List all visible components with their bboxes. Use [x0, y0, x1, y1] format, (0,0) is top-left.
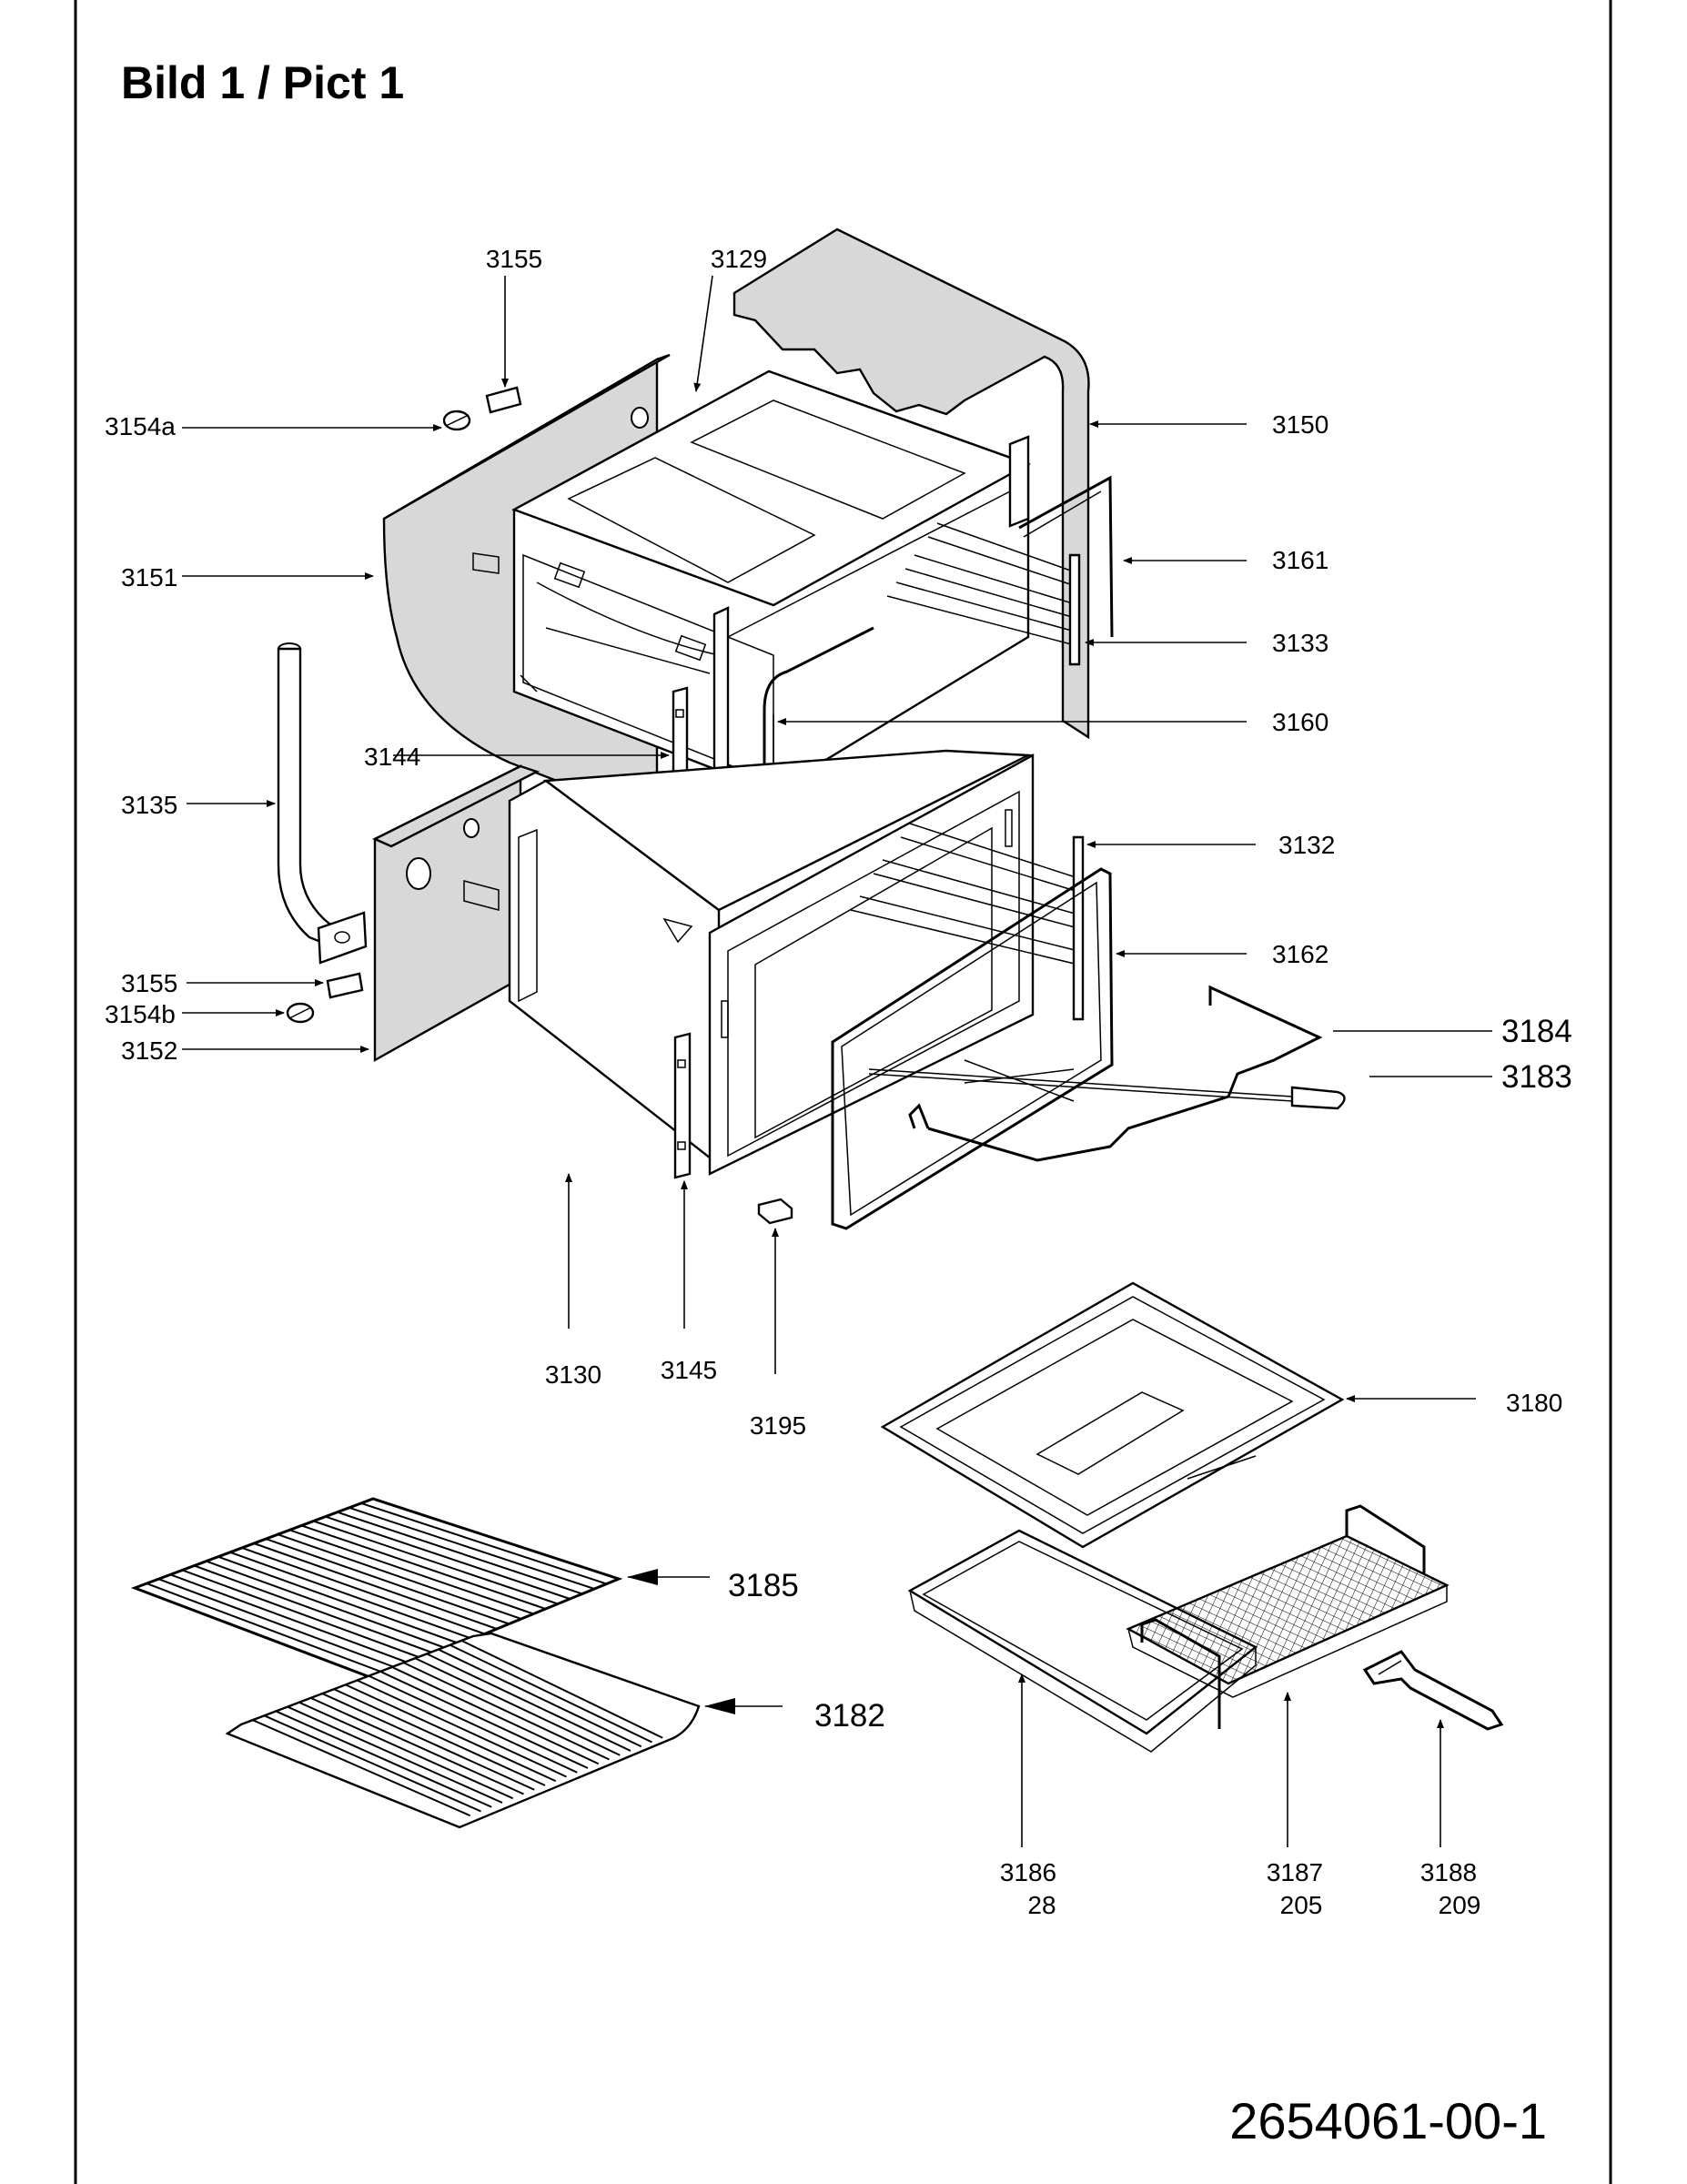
callout-3129: 3129 — [711, 245, 767, 273]
callout-3135: 3135 — [121, 791, 177, 819]
callout-3130: 3130 — [545, 1360, 601, 1389]
top-back-cover-3150 — [732, 228, 1090, 740]
callout-3145: 3145 — [661, 1356, 717, 1384]
wire-basket-3187 — [1126, 1504, 1450, 1729]
callout-3195: 3195 — [750, 1411, 806, 1440]
callout-3155-lower: 3155 — [121, 969, 177, 997]
callout-3186-quantity: 28 — [1027, 1891, 1056, 1919]
callout-3132: 3132 — [1278, 831, 1335, 859]
callout-3162: 3162 — [1272, 940, 1328, 968]
callout-3151: 3151 — [121, 563, 177, 592]
callout-3184: 3184 — [1501, 1014, 1572, 1049]
roasting-pan-3180 — [880, 1281, 1345, 1549]
callout-3133: 3133 — [1272, 629, 1328, 657]
tray-handle-3188 — [1362, 1650, 1504, 1731]
callout-3187: 3187 — [1267, 1858, 1323, 1886]
upper-oven-cavity-3129 — [472, 369, 1031, 794]
spit-3183 — [868, 1059, 1346, 1110]
callout-3185: 3185 — [728, 1568, 799, 1603]
document-number: 2654061-00-1 — [1229, 2092, 1547, 2149]
callout-3152: 3152 — [121, 1036, 177, 1065]
switch-3155-upper — [485, 386, 522, 414]
rack-holder-3184 — [908, 985, 1323, 1162]
side-frame-3162 — [831, 867, 1114, 1230]
callout-3180: 3180 — [1506, 1389, 1562, 1417]
callout-3144: 3144 — [364, 743, 420, 771]
callout-3154a: 3154a — [105, 412, 176, 440]
callout-3186: 3186 — [1000, 1858, 1056, 1886]
callout-3187-quantity: 205 — [1280, 1891, 1323, 1919]
callout-3188-quantity: 209 — [1439, 1891, 1481, 1919]
left-side-wall-lower-3152 — [372, 764, 540, 1063]
pipe-3135 — [277, 642, 368, 965]
callout-3160: 3160 — [1272, 708, 1328, 736]
grill-rack-3185 — [130, 1497, 623, 1681]
callout-labels: 3155 3129 3154a 3150 3161 3151 3133 3160… — [105, 245, 1572, 1919]
knob-3154a — [442, 410, 471, 431]
callout-3183: 3183 — [1501, 1059, 1572, 1095]
lower-oven-cavity-3130 — [463, 749, 1033, 1168]
callout-3150: 3150 — [1272, 410, 1328, 439]
switch-3155-lower — [326, 972, 364, 999]
callout-3188: 3188 — [1420, 1858, 1477, 1886]
upper-side-runners-3133 — [886, 522, 1081, 666]
small-block-3195 — [757, 1198, 793, 1225]
callout-3182: 3182 — [814, 1698, 885, 1734]
callout-3161: 3161 — [1272, 546, 1328, 574]
upper-rear-bracket-3161 — [1018, 475, 1114, 638]
leader-lines — [182, 275, 1492, 1847]
callout-3154b: 3154b — [105, 1000, 176, 1028]
callout-3155-upper: 3155 — [486, 245, 542, 273]
page-title: Bild 1 / Pict 1 — [121, 57, 404, 108]
hinge-bracket-3145 — [673, 1032, 692, 1179]
rack-tray-3182 — [225, 1632, 701, 1829]
knob-3154b — [286, 1002, 315, 1024]
lower-front-frame-3132 — [708, 753, 1035, 1176]
